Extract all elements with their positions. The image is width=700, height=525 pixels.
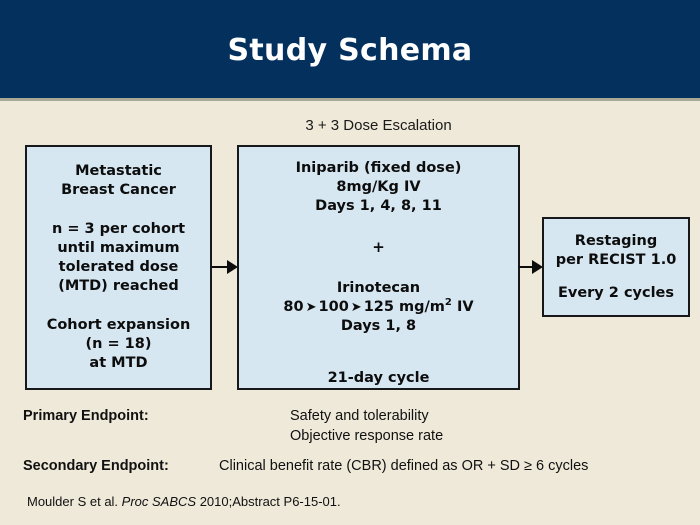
secondary-endpoint-value: Clinical benefit rate (CBR) defined as O… xyxy=(219,458,589,474)
population-line-6: (MTD) reached xyxy=(58,278,179,294)
primary-endpoint-label: Primary Endpoint: xyxy=(23,408,149,424)
primary-endpoint-value-1: Safety and tolerability xyxy=(290,408,429,424)
page-title: Study Schema xyxy=(227,33,473,68)
drug-2-dose-mid: 100 xyxy=(318,298,349,315)
connector-arrow-treatment-to-restaging xyxy=(519,259,543,275)
population-line-1: Metastatic xyxy=(75,163,162,179)
citation-journal: Proc SABCS xyxy=(121,494,197,509)
arrow-shaft xyxy=(519,265,532,269)
arrow-head-icon xyxy=(227,260,238,274)
combination-plus-sign: + xyxy=(372,237,385,256)
title-banner: Study Schema xyxy=(0,0,700,101)
drug-2-route: IV xyxy=(451,298,474,315)
citation: Moulder S et al. Proc SABCS 2010;Abstrac… xyxy=(27,494,341,509)
restaging-line-1: Restaging xyxy=(574,232,658,249)
citation-details: 2010;Abstract P6-15-01. xyxy=(196,494,341,509)
drug-2-dose-end: 125 mg/m xyxy=(363,298,445,315)
population-line-4: until maximum xyxy=(57,240,180,256)
drug-2-name: Irinotecan xyxy=(336,279,421,296)
connector-arrow-population-to-treatment xyxy=(212,259,238,275)
flow-box-population: Metastatic Breast Cancer n = 3 per cohor… xyxy=(25,145,212,390)
population-disease-group: Metastatic Breast Cancer xyxy=(61,162,176,200)
citation-authors: Moulder S et al. xyxy=(27,494,122,509)
population-cohort-group: n = 3 per cohort until maximum tolerated… xyxy=(52,220,185,296)
drug-2-dose-superscript: 2 xyxy=(444,296,452,308)
treatment-drug-1-group: Iniparib (fixed dose) 8mg/Kg IV Days 1, … xyxy=(296,159,462,216)
population-line-9: at MTD xyxy=(89,355,148,371)
population-line-5: tolerated dose xyxy=(58,259,179,275)
population-expansion-group: Cohort expansion (n = 18) at MTD xyxy=(47,316,191,373)
dose-escalation-arrow-icon: ➤ xyxy=(305,299,317,315)
flow-box-treatment: Iniparib (fixed dose) 8mg/Kg IV Days 1, … xyxy=(237,145,520,390)
arrow-shaft xyxy=(212,265,227,269)
drug-2-days: Days 1, 8 xyxy=(340,317,417,334)
arrow-head-icon xyxy=(532,260,543,274)
population-line-2: Breast Cancer xyxy=(61,182,176,198)
restaging-line-2: per RECIST 1.0 xyxy=(555,251,677,268)
drug-1-dose: 8mg/Kg IV xyxy=(336,179,421,195)
drug-1-days: Days 1, 4, 8, 11 xyxy=(315,198,442,214)
drug-2-dose-escalation: 80➤100➤125 mg/m2 IV xyxy=(283,296,474,317)
drug-2-dose-start: 80 xyxy=(283,298,304,315)
treatment-cycle-length: 21-day cycle xyxy=(327,370,430,387)
drug-1-name: Iniparib (fixed dose) xyxy=(295,160,462,176)
flow-box-restaging: Restaging per RECIST 1.0 Every 2 cycles xyxy=(542,217,690,317)
restaging-method-group: Restaging per RECIST 1.0 xyxy=(556,232,677,270)
population-line-8: (n = 18) xyxy=(85,336,152,352)
dose-escalation-arrow-icon-2: ➤ xyxy=(350,299,362,315)
population-line-7: Cohort expansion xyxy=(46,317,191,333)
primary-endpoint-value-2: Objective response rate xyxy=(290,428,444,444)
treatment-drug-2-group: Irinotecan 80➤100➤125 mg/m2 IV Days 1, 8 xyxy=(283,279,473,336)
restaging-frequency: Every 2 cycles xyxy=(557,284,675,301)
population-line-3: n = 3 per cohort xyxy=(51,221,186,237)
dose-escalation-caption: 3 + 3 Dose Escalation xyxy=(305,117,452,134)
secondary-endpoint-label: Secondary Endpoint: xyxy=(23,458,169,474)
